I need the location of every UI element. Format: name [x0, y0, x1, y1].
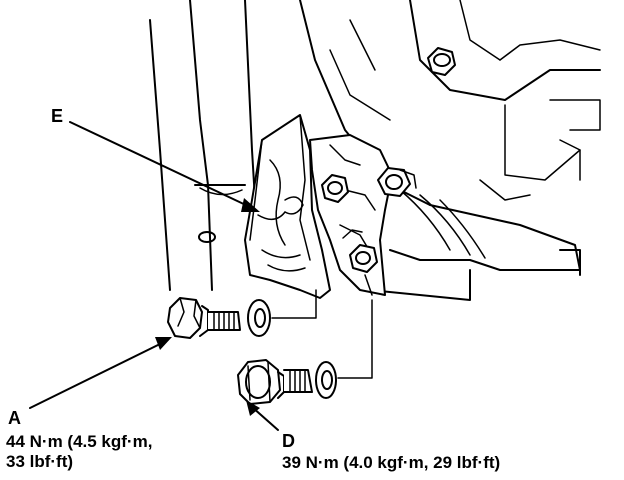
frame-member	[149, 0, 259, 291]
leader-a	[29, 337, 172, 409]
torque-a-line2: 33 lbf·ft)	[6, 452, 74, 471]
washer-a	[247, 289, 317, 337]
torque-d-line1: 39 N·m (4.0 kgf·m, 29 lbf·ft)	[282, 453, 501, 472]
bolt-a	[167, 297, 241, 339]
engine-block	[299, 0, 601, 301]
bolt-d	[237, 359, 313, 405]
leader-d	[246, 400, 279, 431]
leader-e	[69, 121, 260, 212]
callout-a-label: A	[8, 408, 21, 428]
washer-d	[315, 299, 373, 399]
callout-d-label: D	[282, 431, 295, 451]
torque-a-line1: 44 N·m (4.5 kgf·m,	[6, 432, 153, 451]
stud-bolt-top	[427, 47, 456, 76]
callout-e-label: E	[51, 106, 64, 126]
mount-bolts	[321, 167, 417, 273]
